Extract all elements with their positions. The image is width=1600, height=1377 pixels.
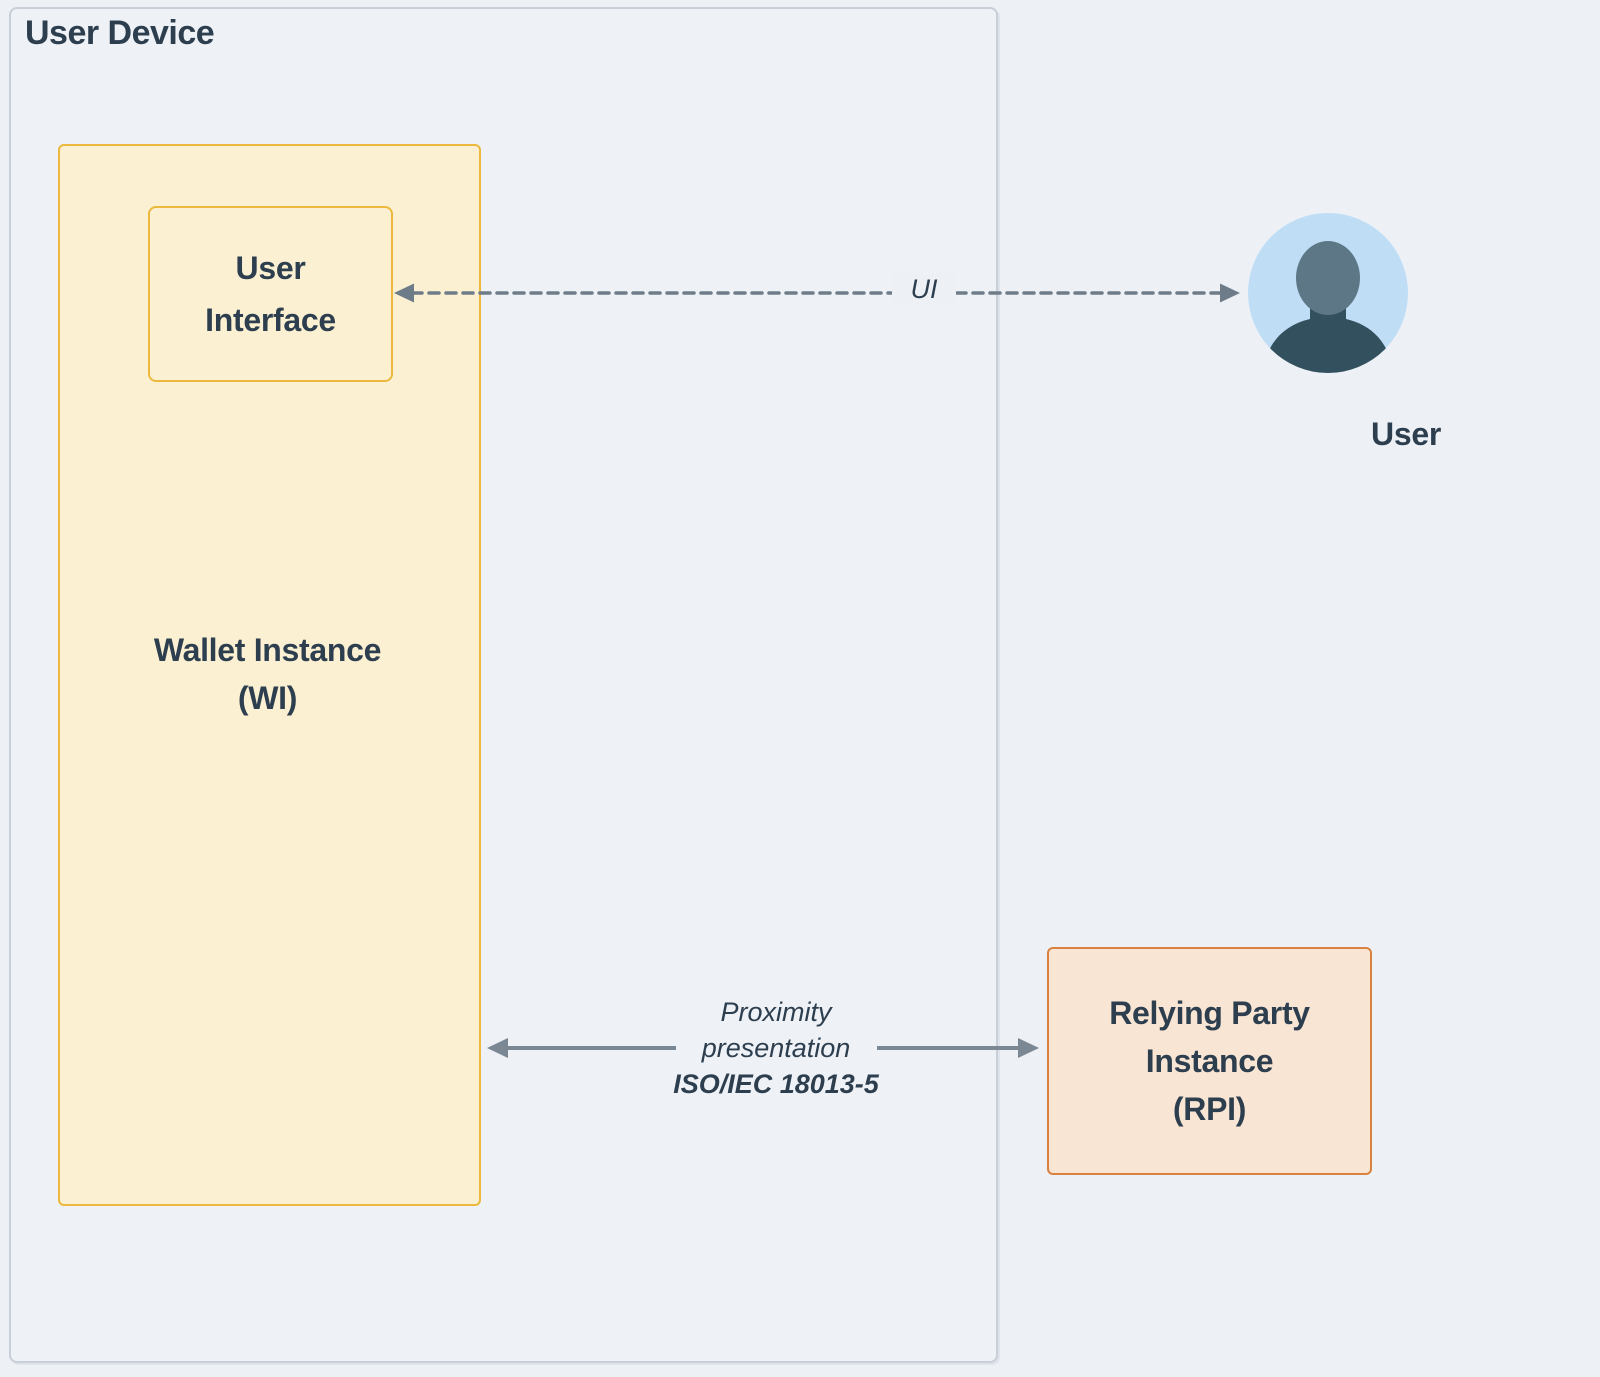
user-actor-label: User [1371,416,1441,452]
relying-party-label-line3: (RPI) [1172,1091,1247,1127]
proximity-edge-label-line1: Proximity [720,997,832,1027]
proximity-edge-label: Proximity presentation ISO/IEC 18013-5 [640,994,912,1102]
relying-party-label-line1: Relying Party [1109,995,1310,1031]
ui-edge-arrowhead-right [1220,283,1240,303]
wallet-instance-label-line1: Wallet Instance [153,632,382,668]
wallet-instance-label: Wallet Instance (WI) [58,626,477,722]
wallet-instance-label-line2: (WI) [237,680,298,716]
user-avatar-icon [1248,213,1408,373]
proximity-edge-label-line2: presentation [701,1033,851,1063]
proximity-edge-arrowhead-right [1018,1038,1039,1058]
user-interface-label-line2: Interface [205,302,336,338]
user-interface-box: User Interface [148,206,393,382]
user-device-title: User Device [25,14,215,52]
relying-party-label-line2: Instance [1145,1043,1274,1079]
user-interface-label-line1: User [235,250,306,286]
relying-party-box: Relying Party Instance (RPI) [1047,947,1372,1175]
proximity-edge-label-line3: ISO/IEC 18013-5 [673,1069,879,1099]
ui-edge-label: UI [892,274,956,305]
